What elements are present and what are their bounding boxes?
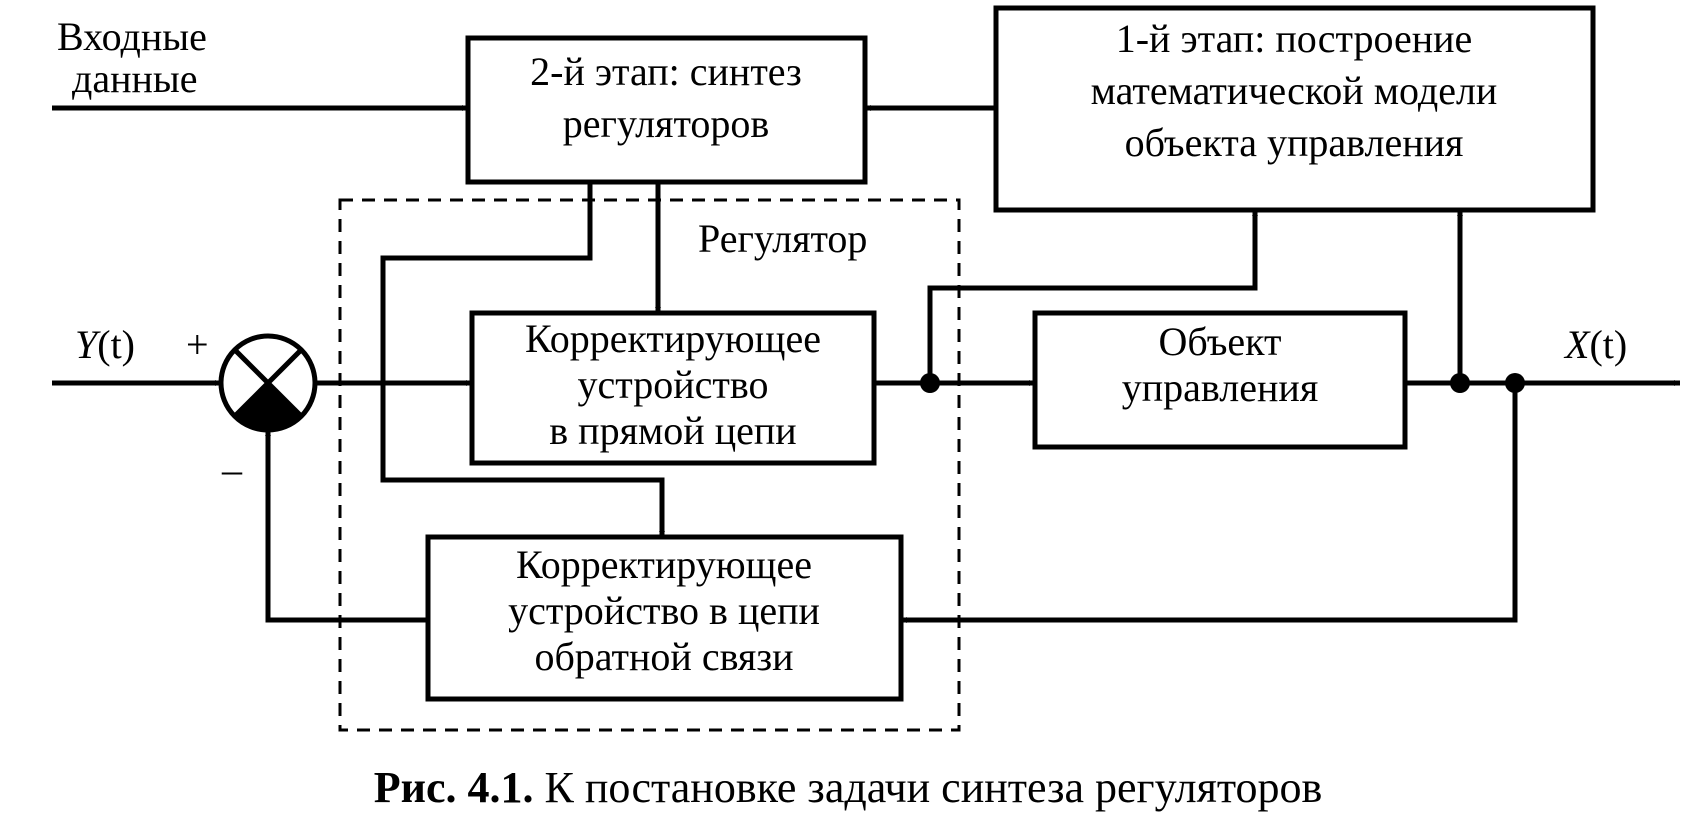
stage1-label-line1: 1-й этап: построение	[1116, 16, 1473, 61]
regulator-label: Регулятор	[698, 216, 867, 261]
plant-block	[1032, 310, 1408, 450]
caption-number: Рис. 4.1.	[374, 763, 534, 812]
stage2-label-line2: регуляторов	[563, 101, 770, 146]
caption-text: К постановке задачи синтеза регуляторов	[533, 763, 1322, 812]
feedback-corrector-line1: Корректирующее	[516, 542, 812, 587]
output-branch-dot-1	[1450, 373, 1470, 393]
stage1-label-line2: математической модели	[1091, 68, 1498, 113]
stage1-block	[993, 5, 1596, 213]
control-branch-dot	[920, 373, 940, 393]
figure-caption: Рис. 4.1. К постановке задачи синтеза ре…	[374, 763, 1323, 812]
stage2-to-feedback-wire	[380, 182, 665, 537]
summing-junction	[218, 333, 318, 433]
forward-corrector-line2: устройство	[578, 362, 769, 407]
output-signal-name: X	[1563, 322, 1591, 367]
control-to-stage1-wire	[927, 210, 1258, 383]
output-signal-label: X(t)	[1563, 322, 1627, 367]
output-branch-dot-2	[1505, 373, 1525, 393]
forward-corrector-label: Корректирующее устройство в прямой цепи	[525, 316, 821, 453]
feedback-corrector-line3: обратной связи	[534, 634, 793, 679]
input-data-label-line1: Входные	[57, 14, 207, 59]
input-signal-label: Y(t)	[75, 322, 135, 367]
stage2-label: 2-й этап: синтез регуляторов	[530, 49, 802, 146]
stage1-label: 1-й этап: построение математической моде…	[1091, 16, 1498, 165]
plant-label: Объект управления	[1122, 319, 1318, 410]
regulator-boundary	[338, 198, 961, 732]
feedback-to-sum-wire	[265, 430, 428, 623]
output-signal-arg: (t)	[1589, 322, 1627, 367]
plus-sign: +	[186, 322, 209, 367]
feedback-corrector-label: Корректирующее устройство в цепи обратно…	[508, 542, 820, 679]
output-to-feedback-wire	[901, 383, 1518, 623]
forward-corrector-line1: Корректирующее	[525, 316, 821, 361]
forward-corrector-block	[469, 310, 877, 466]
minus-sign: –	[221, 447, 243, 492]
feedback-corrector-line2: устройство в цепи	[508, 588, 820, 633]
forward-corrector-line3: в прямой цепи	[549, 408, 796, 453]
plant-label-line1: Объект	[1158, 319, 1281, 364]
plant-label-line2: управления	[1122, 365, 1318, 410]
input-signal-arg: (t)	[97, 322, 135, 367]
input-data-label: Входные данные	[57, 14, 207, 101]
input-data-label-line2: данные	[72, 56, 198, 101]
stage2-label-line1: 2-й этап: синтез	[530, 49, 802, 94]
stage2-block	[465, 35, 868, 185]
stage1-label-line3: объекта управления	[1125, 120, 1464, 165]
input-signal-name: Y	[75, 322, 101, 367]
